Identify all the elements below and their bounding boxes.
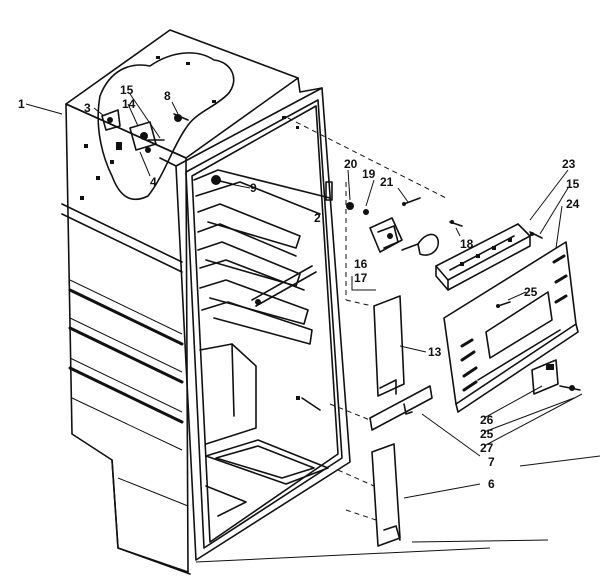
part-label-7: 7	[488, 455, 495, 469]
top-hardware	[101, 109, 333, 307]
part-label-17: 17	[354, 271, 368, 285]
leader-lines	[25, 93, 601, 563]
part-label-13: 13	[428, 345, 442, 359]
evaporator-cover	[443, 241, 581, 413]
part-label-9: 9	[250, 181, 257, 195]
projection-lines	[287, 117, 447, 521]
side-panels	[369, 295, 433, 547]
part-label-23: 23	[562, 157, 576, 171]
part-label-15-top: 15	[120, 83, 134, 97]
inner-liner	[193, 169, 331, 517]
liner-frame	[159, 87, 351, 561]
part-label-25-bottom: 25	[480, 427, 494, 441]
fan-assembly	[346, 197, 463, 291]
cabinet-shell	[61, 29, 301, 575]
part-label-16: 16	[354, 257, 368, 271]
part-label-1: 1	[18, 97, 25, 111]
air-duct	[435, 223, 543, 291]
part-label-19: 19	[362, 167, 376, 181]
part-label-8: 8	[164, 89, 171, 103]
part-label-24: 24	[566, 197, 580, 211]
part-label-3: 3	[84, 101, 91, 115]
part-label-26: 26	[480, 413, 494, 427]
part-label-21: 21	[380, 175, 394, 189]
part-label-25-panel: 25	[524, 285, 538, 299]
part-label-27: 27	[480, 441, 494, 455]
part-label-6: 6	[488, 477, 495, 491]
part-label-2: 2	[314, 211, 321, 225]
part-label-18: 18	[460, 237, 474, 251]
part-labels: 1 3 15 14 8 4 9 2 20 19 21 18 16 17 23 1…	[18, 83, 580, 491]
part-label-15-right: 15	[566, 177, 580, 191]
part-label-4: 4	[150, 175, 157, 189]
part-label-20: 20	[344, 157, 358, 171]
part-label-14: 14	[122, 97, 136, 111]
